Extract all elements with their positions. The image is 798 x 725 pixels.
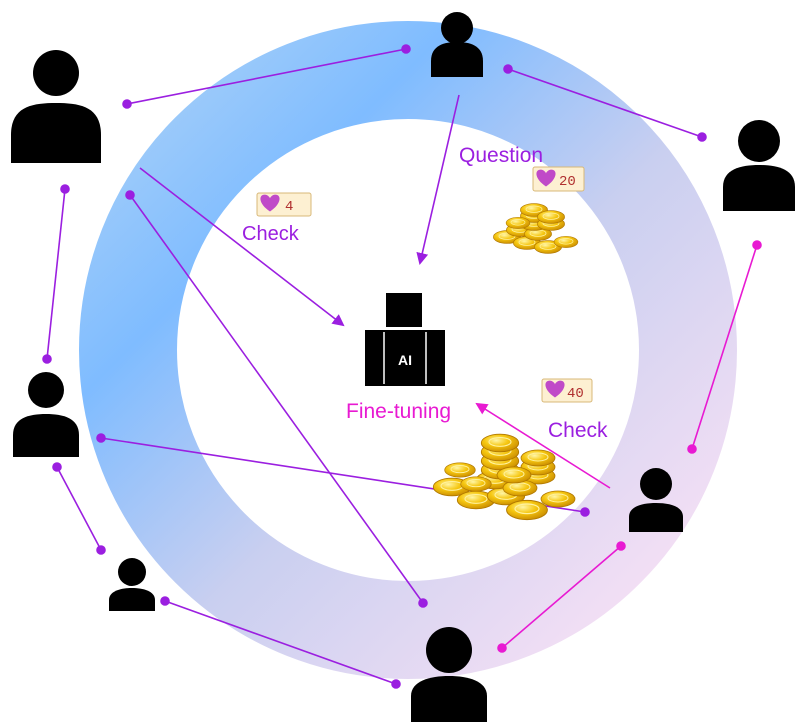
connection-line xyxy=(501,545,622,649)
person-icon xyxy=(431,12,483,77)
person-icon xyxy=(13,372,79,457)
like-badge-left: 4 xyxy=(256,192,312,217)
person-icon xyxy=(629,468,683,532)
question-arrow xyxy=(416,94,460,265)
like-count-bottom-right: 40 xyxy=(567,386,584,402)
ai-model-icon: AI xyxy=(365,293,445,386)
community-ring xyxy=(79,21,737,679)
fine-tuning-arrow xyxy=(475,402,611,489)
connection-line xyxy=(56,466,102,551)
person-icon xyxy=(411,627,487,722)
connection-line xyxy=(507,68,703,138)
ai-label: AI xyxy=(398,352,412,368)
connection-line xyxy=(46,188,66,360)
gold-coins-icon xyxy=(432,433,576,521)
connection-line xyxy=(126,48,407,105)
like-badge-bottom-right: 40 xyxy=(541,378,593,403)
connection-line xyxy=(129,194,424,604)
check-label-right: Check xyxy=(548,419,608,442)
fine-tuning-label: Fine-tuning xyxy=(346,400,451,423)
users xyxy=(11,12,795,722)
person-icon xyxy=(109,558,155,611)
like-count-top-right: 20 xyxy=(559,174,576,190)
check-label-left: Check xyxy=(242,223,300,245)
check-arrow-left xyxy=(139,167,345,327)
connection-line xyxy=(164,600,397,685)
person-icon xyxy=(11,50,101,163)
person-icon xyxy=(723,120,795,211)
user-connections-magenta xyxy=(497,240,762,653)
like-badge-top-right: 20 xyxy=(532,166,585,192)
question-label: Question xyxy=(459,144,543,167)
gold-coins-icon xyxy=(492,203,579,254)
connection-line xyxy=(691,244,758,450)
like-count-left: 4 xyxy=(285,199,293,215)
